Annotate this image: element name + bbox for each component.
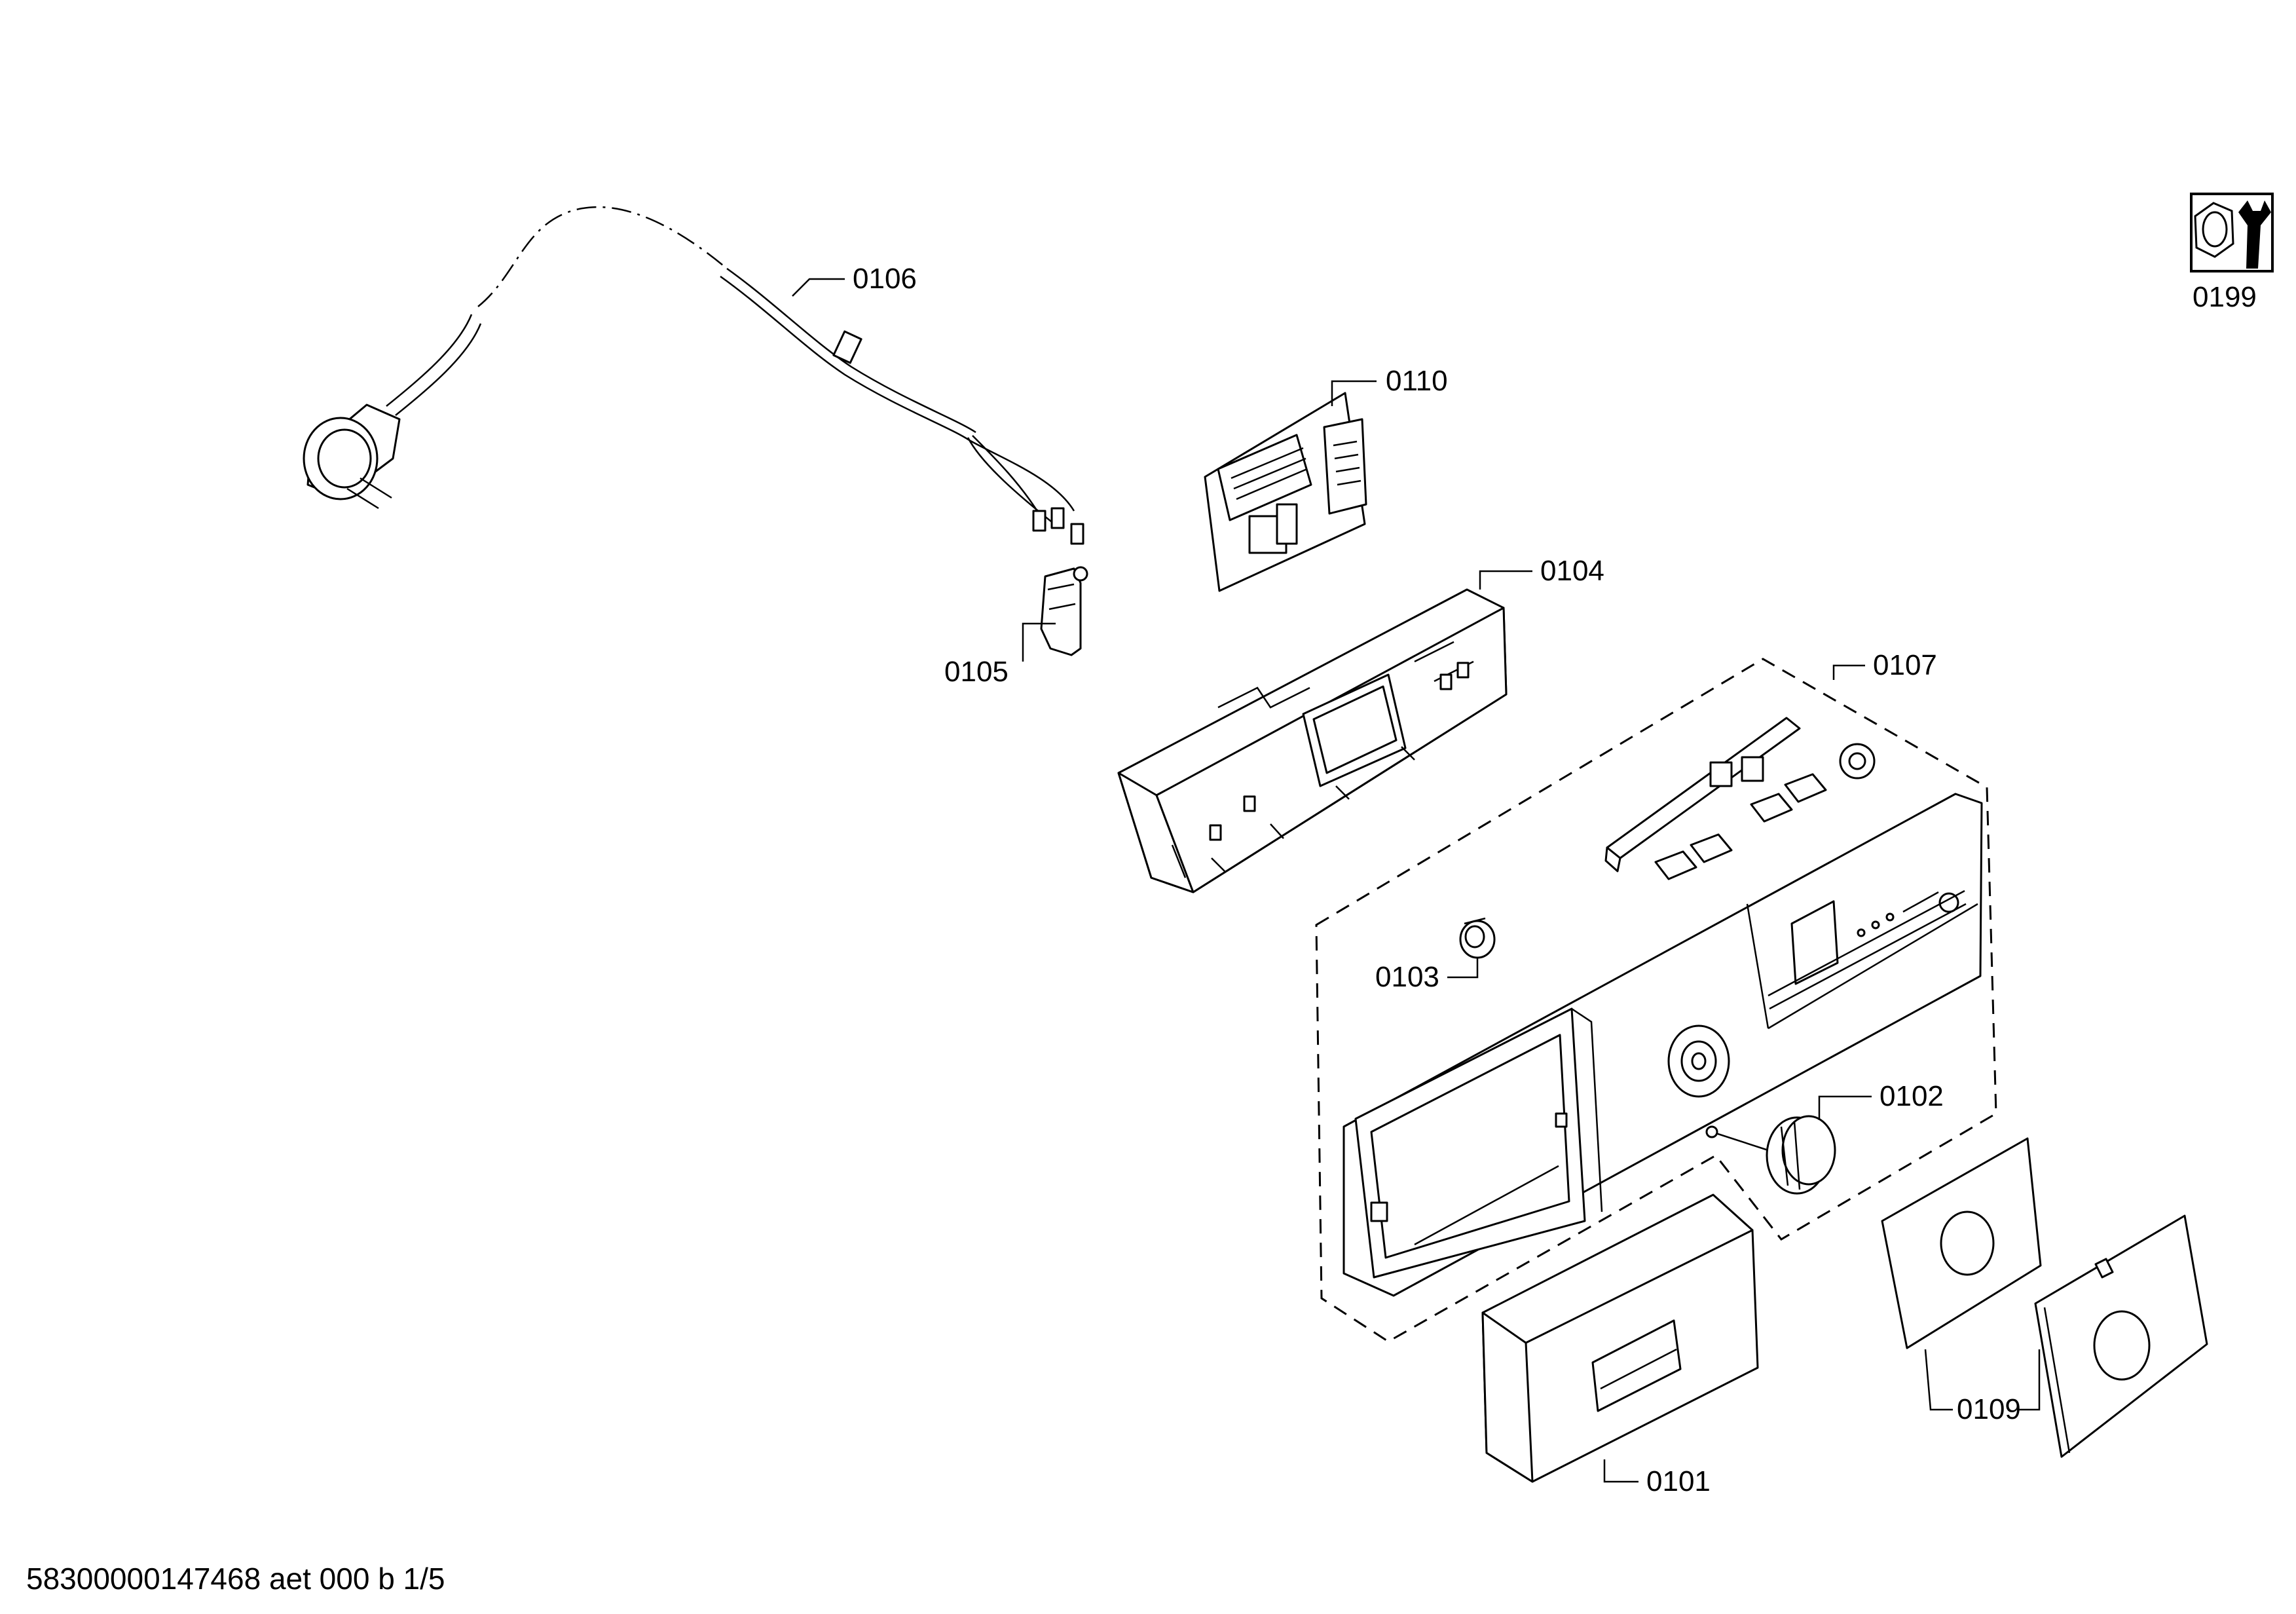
button-strip-part (1604, 717, 1801, 873)
suppressor-clip-part (1040, 566, 1088, 656)
nut-and-wrench-icon (2190, 193, 2274, 272)
control-module-housing-part (1117, 588, 1508, 893)
label-0102: 0102 (1879, 1080, 1944, 1112)
circuit-board-part (1204, 392, 1367, 592)
small-knob-part (1459, 917, 1496, 959)
power-cord-part (303, 206, 1084, 545)
label-0101: 0101 (1646, 1465, 1711, 1497)
assembly-boundary-0107 (1315, 658, 1997, 1343)
label-0105: 0105 (944, 656, 1009, 688)
label-0110: 0110 (1386, 365, 1448, 397)
dispenser-drawer-handle-part (1481, 1193, 1759, 1483)
label-0106: 0106 (853, 263, 917, 295)
button-caps-part (1654, 743, 1876, 880)
label-0199: 0199 (2193, 281, 2257, 313)
label-0109: 0109 (1957, 1393, 2021, 1425)
main-knob-part (1705, 1115, 1836, 1195)
label-0103: 0103 (1375, 961, 1439, 993)
document-code: 58300000147468 aet 000 b 1/5 (26, 1562, 445, 1596)
decor-panel-right-part (2034, 1214, 2208, 1458)
decor-panel-left-part (1881, 1137, 2042, 1349)
control-panel-fascia-part (1342, 793, 1983, 1297)
label-0107: 0107 (1873, 649, 1937, 681)
label-0104: 0104 (1540, 555, 1604, 587)
